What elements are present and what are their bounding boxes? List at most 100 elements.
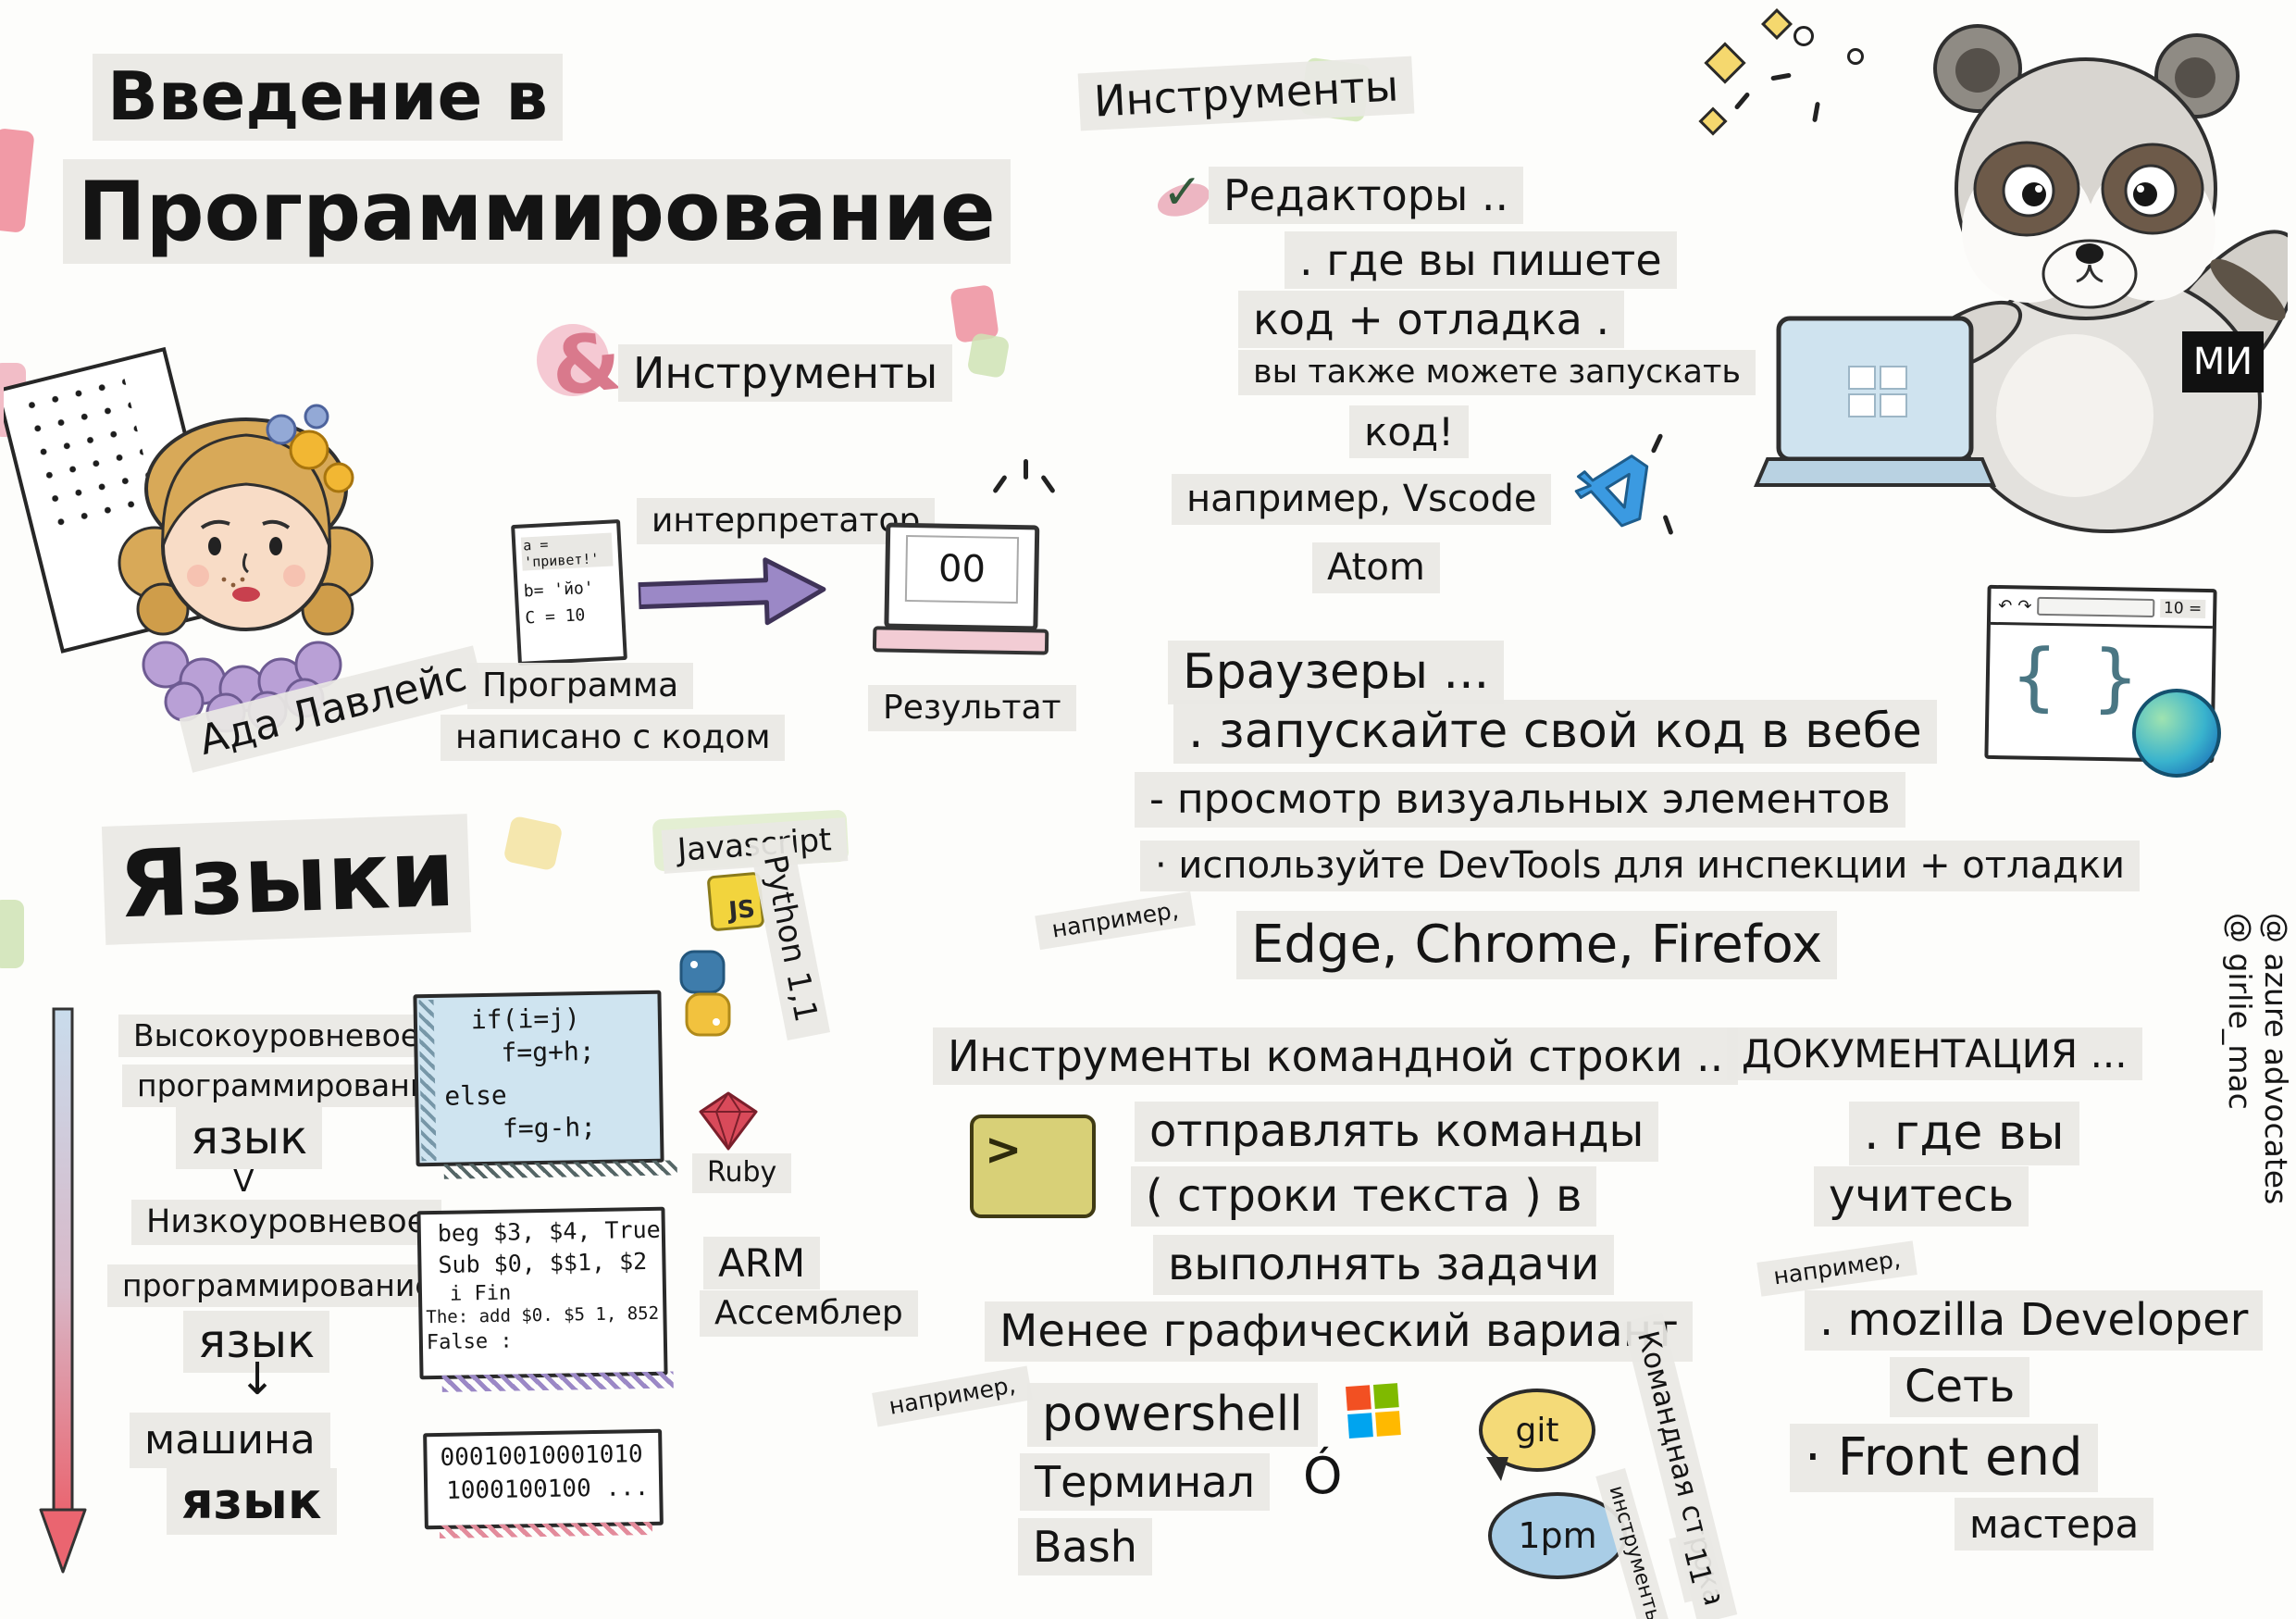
document-code-line: b= 'йо' <box>523 578 595 602</box>
browsers-line2: - просмотр визуальных элементов <box>1135 772 1905 828</box>
result-screen-text: 00 <box>904 534 1020 604</box>
sparkle <box>1024 459 1028 479</box>
python-version-label: Python 1,1 <box>749 837 830 1040</box>
languages-title: Языки <box>101 814 472 945</box>
sparkle <box>1650 432 1664 455</box>
binary-code-block: 00010010001010 1000100100 ... <box>423 1428 664 1538</box>
program-caption-1: Программа <box>467 663 694 709</box>
result-caption: Результат <box>868 685 1076 731</box>
terminal-icon: > <box>970 1115 1096 1218</box>
binary-line: 00010010001010 <box>440 1440 643 1472</box>
browser-badge: 10 = <box>2159 599 2206 618</box>
raccoon-illustration <box>1753 24 2288 533</box>
low-level-label-2: программирование <box>107 1264 449 1308</box>
editors-line3: вы также можете запускать <box>1238 350 1756 395</box>
browsers-line1: . запускайте свой код в вебе <box>1173 700 1937 765</box>
credits-line2: @ girlie_mac <box>2222 913 2259 1110</box>
asm-line: The: add $0. $5 1, 852 <box>426 1302 660 1328</box>
browser-url-bar <box>2037 596 2155 617</box>
asm-line: False : <box>426 1329 513 1355</box>
browser-forward-icon: ↷ <box>2017 595 2032 616</box>
cli-powershell-label: powershell <box>1027 1383 1318 1448</box>
sparkle-ring <box>1847 48 1864 65</box>
docs-item1-line2: Сеть <box>1890 1357 2030 1417</box>
docs-item2-line1: · Front end <box>1790 1424 2098 1493</box>
browsers-heading: Браузеры ... <box>1168 641 1505 705</box>
page-title-line2: Программирование <box>63 159 1011 265</box>
browsers-examples: Edge, Chrome, Firefox <box>1236 911 1838 980</box>
interpreter-label: интерпретатор <box>637 498 936 544</box>
editors-line1: . где вы пишете <box>1285 231 1677 290</box>
browsers-note: например, <box>1035 890 1196 950</box>
machine-label-2: язык <box>167 1468 337 1535</box>
python-logo-icon <box>679 950 731 1037</box>
docs-item2-line2: мастера <box>1955 1498 2154 1551</box>
docs-note: например, <box>1756 1240 1917 1297</box>
sparkle <box>992 474 1008 494</box>
cli-line2: ( строки текста ) в <box>1131 1166 1597 1227</box>
interpreter-arrow <box>637 557 826 626</box>
high-level-label-3: язык <box>176 1107 323 1169</box>
edge-logo-icon <box>2132 689 2221 778</box>
accent-patch-yellow <box>503 815 564 872</box>
docs-item1-line1: . mozilla Developer <box>1805 1290 2264 1351</box>
program-document-icon: a = 'привет!' b= 'йо' C = 10 <box>511 519 627 666</box>
tools-inline-label: Инструменты <box>618 344 953 403</box>
ruby-logo-icon <box>699 1091 758 1151</box>
program-caption-2: написано с кодом <box>441 715 786 761</box>
docs-line1: . где вы <box>1849 1102 2079 1166</box>
code-line: if(i=j) <box>470 1003 581 1036</box>
high-level-label-1: Высокоуровневое <box>118 1015 435 1058</box>
accent-patch-pink <box>537 324 609 396</box>
code-line: f=g-h; <box>502 1111 597 1144</box>
accent-patch-green <box>966 331 1011 380</box>
cli-line1: отправлять команды <box>1135 1102 1659 1162</box>
credits: @ azure advocates @ girlie_mac <box>2221 913 2294 1205</box>
sparkle <box>1662 514 1674 536</box>
browser-back-icon: ↶ <box>1998 595 2013 616</box>
terminal-glyph-icon: Ó <box>1303 1447 1343 1505</box>
mi-badge: МИ <box>2182 331 2264 392</box>
binary-line: 1000100100 ... <box>445 1474 650 1505</box>
sparkle <box>1733 91 1751 111</box>
low-level-label-3: язык <box>183 1311 330 1373</box>
machine-label-1: машина <box>130 1413 330 1468</box>
code-line: else <box>444 1079 508 1112</box>
asm-line: Sub $0, $$1, $2 <box>438 1248 648 1278</box>
ada-lovelace-illustration <box>4 346 374 733</box>
versus-label: V <box>233 1163 254 1199</box>
down-arrow-icon: ↓ <box>239 1353 277 1405</box>
page-title-line1: Введение в <box>93 54 563 141</box>
asm-line: i Fin <box>449 1281 512 1306</box>
result-laptop-icon: 00 <box>872 522 1051 664</box>
vscode-logo-icon <box>1574 455 1649 528</box>
code-line: f=g+h; <box>501 1035 595 1068</box>
check-icon: ✓ <box>1153 165 1214 226</box>
code-brace-right-icon: } <box>2092 633 2139 721</box>
assembler-label: Ассемблер <box>700 1290 918 1337</box>
browsers-line3: · используйте DevTools для инспекции + о… <box>1140 841 2140 891</box>
editors-heading: Редакторы .. <box>1209 167 1524 225</box>
asm-line: beg $3, $4, True <box>437 1215 661 1247</box>
sparkle-ring <box>1793 26 1814 46</box>
low-level-label-1: Низкоуровневое <box>131 1200 442 1245</box>
cli-terminal-label: Терминал <box>1020 1453 1270 1512</box>
cli-heading: Инструменты командной строки .. <box>933 1027 1739 1086</box>
high-level-label-2: программирование <box>122 1065 464 1108</box>
sparkle-diamond <box>1698 106 1728 136</box>
windows-logo-icon <box>1346 1383 1403 1440</box>
cli-line4: Менее графический вариант <box>985 1301 1694 1362</box>
code-brace-left-icon: { <box>2011 632 2057 720</box>
credits-line1: @ azure advocates <box>2258 913 2294 1205</box>
document-code-line: a = 'привет!' <box>520 532 614 571</box>
cli-bash-label: Bash <box>1018 1518 1152 1576</box>
editors-line2: код + отладка . <box>1238 291 1625 349</box>
editors-line4: код! <box>1349 405 1469 459</box>
cli-note: например, <box>872 1365 1034 1426</box>
tools-note-label: Инструменты <box>1077 56 1415 131</box>
high-to-low-gradient-arrow <box>39 1007 87 1574</box>
ampersand-icon: & <box>546 315 627 415</box>
highlevel-code-block: if(i=j) f=g+h; else f=g-h; <box>413 990 677 1179</box>
accent-patch-pink <box>0 128 35 233</box>
